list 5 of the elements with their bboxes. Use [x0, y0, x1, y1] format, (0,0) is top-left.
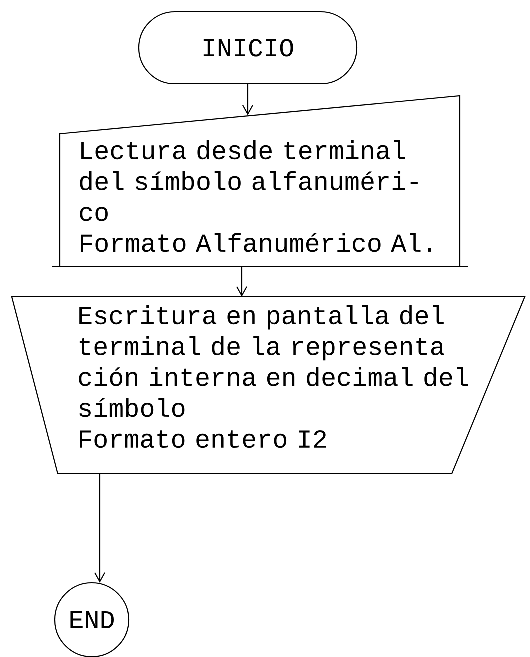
arrow	[236, 267, 248, 297]
manual-input-box: Lectura desde terminal del símbolo alfanuméri- co Formato Alfanumérico Al.	[52, 95, 468, 268]
arrow	[242, 84, 254, 116]
display-box: Escritura en pantalla del terminal de la representa ción interna en decimal del símbolo Formato entero I2	[11, 296, 526, 475]
arrow	[94, 474, 106, 583]
